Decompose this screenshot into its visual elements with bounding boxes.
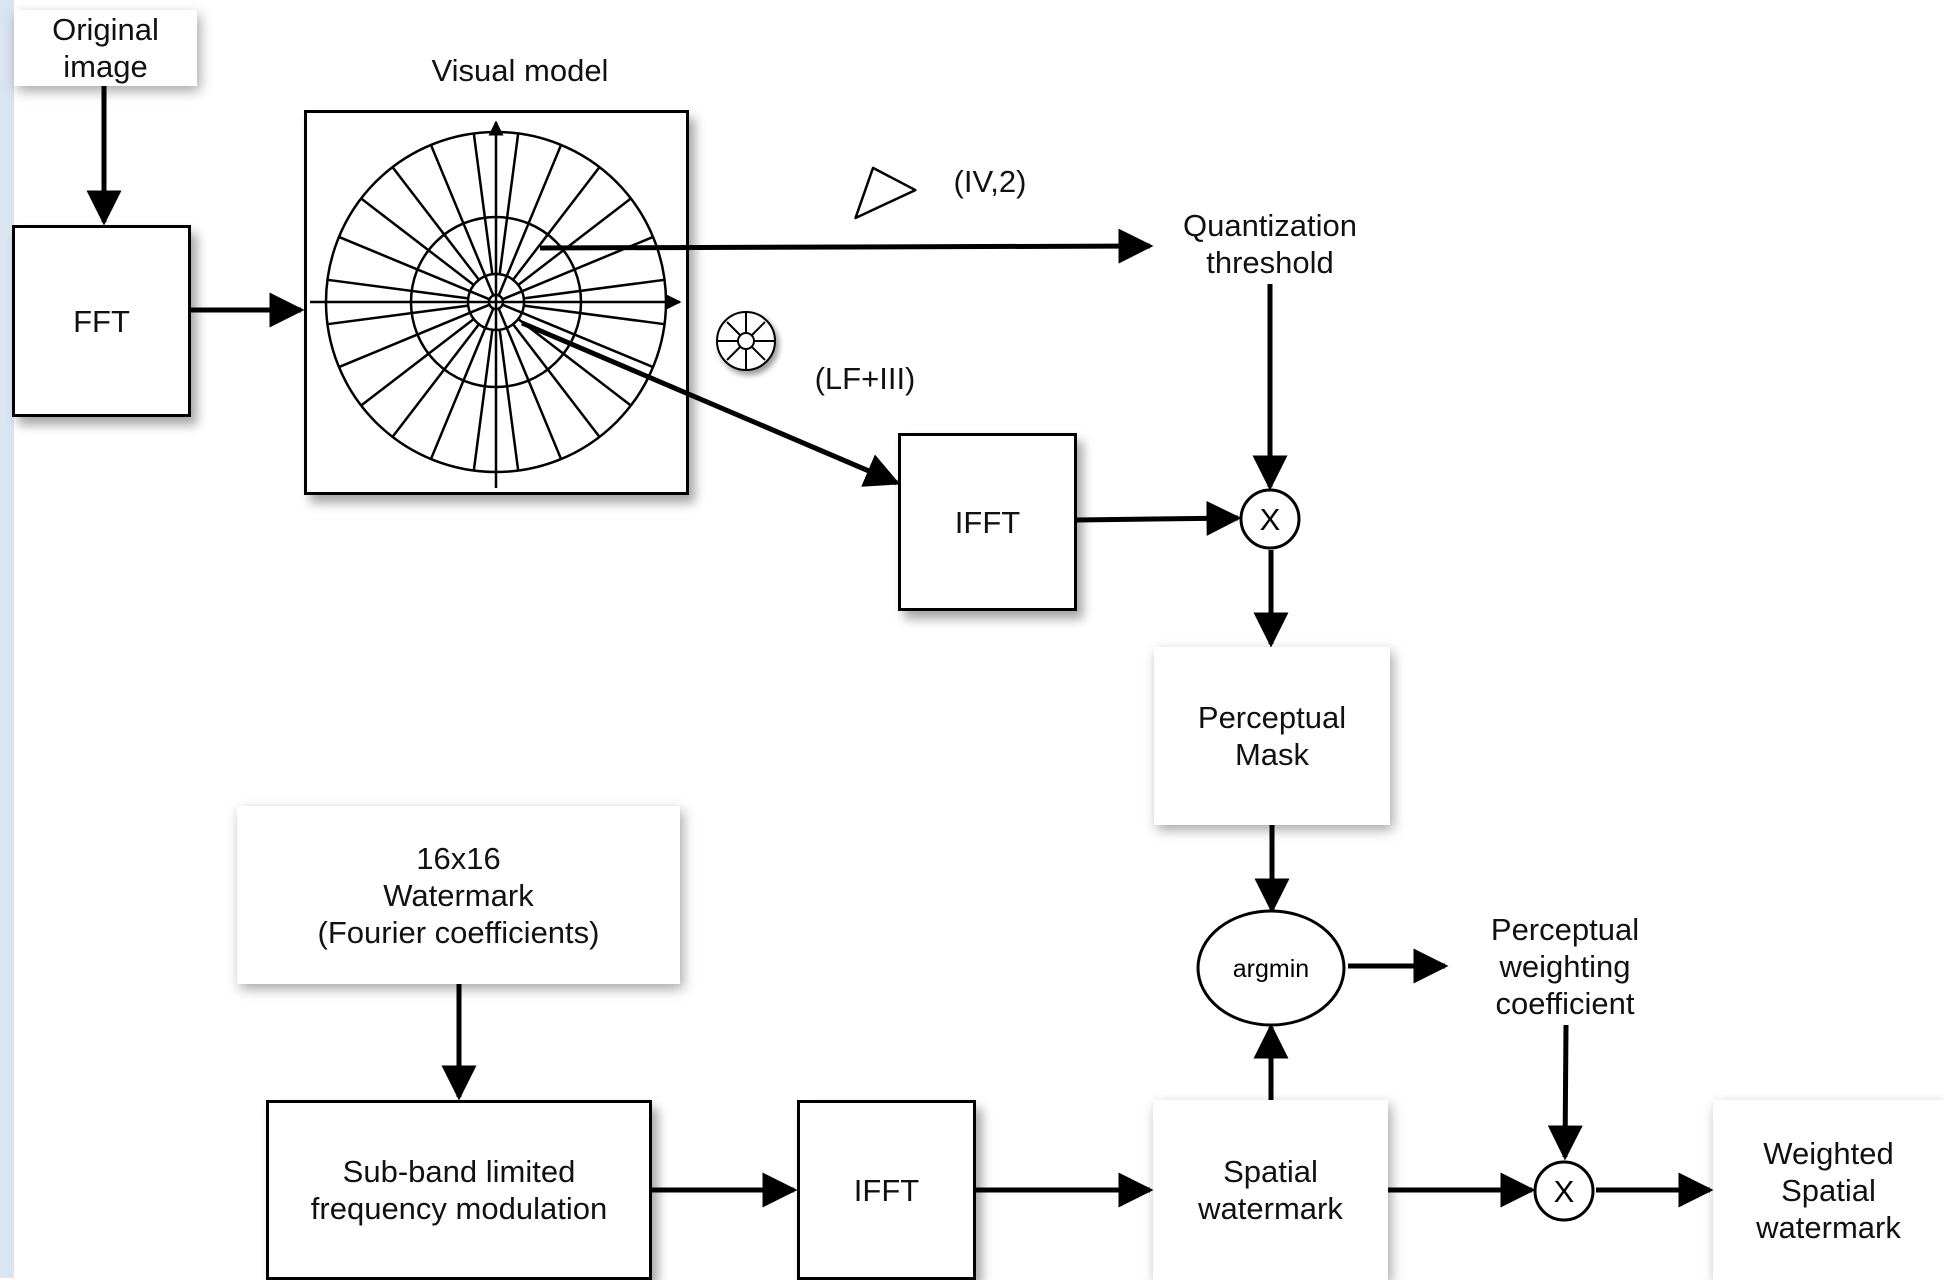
polar-spoke [360, 318, 475, 407]
polar-spoke [338, 235, 471, 293]
polar-spoke [498, 133, 520, 275]
polar-spoke [501, 303, 523, 314]
weighted-spatial-watermark-box: Weighted Spatial watermark [1713, 1100, 1944, 1280]
polar-spoke [429, 327, 487, 460]
perceptual-mask-box: Perceptual Mask [1154, 647, 1390, 825]
polar-spoke [497, 307, 508, 329]
polar-spoke [512, 323, 601, 438]
polar-spoke [484, 307, 495, 329]
sector-icon [854, 166, 917, 220]
polar-spoke [521, 311, 654, 369]
argmin-node: argmin [1196, 909, 1346, 1027]
ifft-bottom-label: IFFT [853, 1172, 920, 1208]
visual-model-title: Visual model [431, 53, 609, 88]
subband-modulation-box: Sub-band limited frequency modulation [266, 1100, 652, 1280]
polar-spoke [484, 275, 495, 297]
polar-spoke [391, 323, 480, 438]
fft-box: FFT [12, 225, 191, 417]
arrow-model-to-quantization [539, 228, 1154, 264]
polar-spoke [391, 166, 480, 281]
arrow-coefficient-to-multiply [1547, 1024, 1583, 1161]
subband-modulation-label: Sub-band limited frequency modulation [310, 1154, 608, 1226]
polar-spoke [360, 197, 475, 286]
perceptual-mask-label: Perceptual Mask [1197, 700, 1347, 772]
polar-spoke [497, 275, 508, 297]
argmin-label: argmin [1233, 955, 1309, 983]
weighted-spatial-watermark-label: Weighted Spatial watermark [1756, 1135, 1901, 1245]
spatial-watermark-label: Spatial watermark [1198, 1154, 1343, 1226]
polar-spoke [429, 144, 487, 277]
ifft-top-box: IFFT [898, 433, 1077, 611]
fft-label: FFT [73, 303, 130, 339]
watermark-source-label: 16x16 Watermark (Fourier coefficients) [317, 840, 600, 950]
side-strip [0, 0, 14, 1278]
original-image-label: Original image [52, 12, 159, 84]
arrow-ifft-to-multiply [1076, 500, 1242, 536]
sector-label: (IV,2) [953, 164, 1027, 199]
watermark-source-box: 16x16 Watermark (Fourier coefficients) [237, 806, 680, 984]
polar-frequency-grid [324, 130, 668, 474]
arrow-model-to-ifft [521, 320, 901, 487]
lowfreq-label: (LF+III) [814, 361, 916, 396]
polar-spoke [472, 329, 494, 471]
polar-spoke [338, 311, 471, 369]
low-frequency-icon [716, 311, 776, 371]
polar-spoke [523, 278, 665, 300]
polar-spoke [517, 318, 632, 407]
polar-spoke [523, 304, 665, 326]
multiply-top-label: X [1260, 502, 1281, 537]
multiply-top-node: X [1239, 488, 1301, 550]
polar-spoke [469, 290, 491, 301]
polar-spoke [469, 303, 491, 314]
polar-spoke [501, 290, 523, 301]
polar-spoke [512, 166, 601, 281]
polar-spoke [472, 133, 494, 275]
multiply-bottom-node: X [1533, 1160, 1595, 1222]
polar-spoke [517, 197, 632, 286]
polar-spoke [327, 304, 469, 326]
ifft-top-label: IFFT [954, 504, 1021, 540]
multiply-bottom-label: X [1554, 1174, 1575, 1209]
quantization-threshold-label: Quantization threshold [1182, 208, 1358, 280]
original-image-box: Original image [14, 10, 197, 86]
polar-spoke [505, 327, 563, 460]
polar-spoke [498, 329, 520, 471]
perceptual-weighting-coefficient-label: Perceptual weighting coefficient [1490, 912, 1640, 1021]
spatial-watermark-box: Spatial watermark [1153, 1100, 1388, 1280]
polar-spoke [505, 144, 563, 277]
polar-spoke [327, 278, 469, 300]
ifft-bottom-box: IFFT [797, 1100, 976, 1280]
